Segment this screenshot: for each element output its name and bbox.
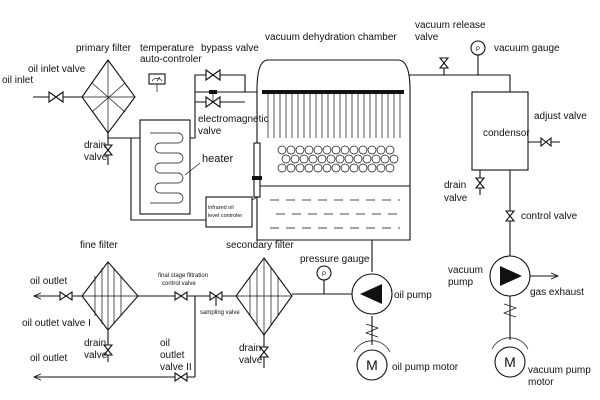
label-vacuum-chamber: vacuum dehydration chamber [265,32,397,43]
secondary-filter [235,257,293,336]
label-oil-outlet-valve-2c: valve II [160,362,192,373]
heater-leader [184,162,201,176]
label-oil-inlet-valve: oil inlet valve [28,64,86,75]
label-vacuum-pump-motor-1: vacuum pump [528,365,591,376]
oil-surface-dashes [270,199,400,229]
label-adjust-valve: adjust valve [534,111,587,122]
oil-pump [351,273,393,315]
heater-to-chamber-pipe [190,91,257,139]
valve-final-stage [174,290,188,302]
pressure-gauge-letter: P [322,272,326,278]
label-oil-outlet-1: oil outlet [30,276,67,287]
filter-to-heater-pipe [107,133,145,139]
vacuum-pump-coupling [503,303,517,318]
valve-vacuum-release [438,57,450,69]
label-vacuum-release-2: valve [415,32,439,43]
valve-condensor-drain [474,177,486,189]
labels: oil inlet valve oil inlet primary filter… [2,20,591,388]
label-vacuum-release-1: vacuum release [415,20,486,31]
label-pressure-gauge: pressure gauge [300,254,370,265]
label-gas-exhaust: gas exhaust [530,287,584,298]
primary-filter [81,59,136,134]
label-bypass-valve: bypass valve [201,43,259,54]
label-drain-1a: drain [84,140,106,151]
vacuum-chamber [256,59,411,241]
label-sampling-valve: sampling valve [200,310,240,316]
temperature-controller [148,73,166,85]
label-vacuum-gauge: vacuum gauge [494,43,560,54]
label-infrared-1: infrared oil [208,205,234,211]
fine-filter [81,261,139,331]
label-drain-2a: drain [444,180,466,191]
label-fine-filter: fine filter [80,240,118,251]
label-temperature-1: temperature [140,43,194,54]
label-oil-outlet-valve-2a: oil [160,338,170,349]
label-electromagnetic-1: electromagnetic [198,114,269,125]
valve-oil-outlet-1 [59,290,73,302]
label-secondary-filter: secondary filter [226,240,294,251]
label-drain-4a: drain [239,343,261,354]
label-drain-2b: valve [444,193,468,204]
spray-nozzles [267,92,401,138]
valve-control [504,210,516,222]
packing-rings [277,145,399,173]
label-vacuum-pump-2: pump [448,277,473,288]
label-vacuum-pump-1: vacuum [448,265,483,276]
label-drain-1b: valve [84,152,108,163]
label-infrared-2: level controler [208,213,242,219]
label-oil-pump: oil pump [394,290,432,301]
oil-pump-coupling [365,323,379,338]
label-final-stage-2: control valve [162,281,196,287]
valve-oil-inlet [48,90,64,104]
valve-sampling [209,290,223,302]
valve-electromagnetic [205,90,221,109]
label-drain-3b: valve [84,350,108,361]
label-oil-outlet-valve-2b: outlet [160,350,185,361]
vacuum-pump-motor: M [491,337,529,378]
label-oil-outlet-2: oil outlet [30,353,67,364]
valve-oil-outlet-2 [174,371,188,383]
label-vacuum-pump-motor-2: motor [528,377,554,388]
label-electromagnetic-2: valve [198,126,222,137]
oil-pump-motor-letter: M [366,357,378,373]
vacuum-gauge-letter: P [476,47,480,53]
vacuum-pump [489,255,558,297]
valve-primary-drain [102,144,114,156]
label-oil-pump-motor: oil pump motor [392,362,459,373]
valve-fine-drain [102,344,114,356]
vacuum-gauge: P [470,40,486,56]
label-final-stage-1: final stage filtration [158,273,208,279]
vacuum-pump-motor-letter: M [504,354,516,370]
valve-secondary-drain [258,346,270,358]
label-heater: heater [202,153,234,165]
label-control-valve: control valve [521,211,578,222]
valve-adjust [540,136,552,148]
vacuum-line [407,74,511,92]
label-primary-filter: primary filter [76,43,132,54]
label-drain-4b: valve [239,355,263,366]
label-temperature-2: auto-controler [140,54,202,65]
infrared-level-controller [205,142,262,228]
condensor [471,91,529,171]
valve-bypass [205,68,221,82]
oil-pump-motor: M [353,340,391,381]
label-oil-outlet-valve-1: oil outlet valve I [22,318,91,329]
label-drain-3a: drain [84,338,106,349]
heater [139,119,191,215]
pressure-gauge: P [316,265,332,281]
label-oil-inlet: oil inlet [2,75,33,86]
label-condensor: condensor [483,128,530,139]
